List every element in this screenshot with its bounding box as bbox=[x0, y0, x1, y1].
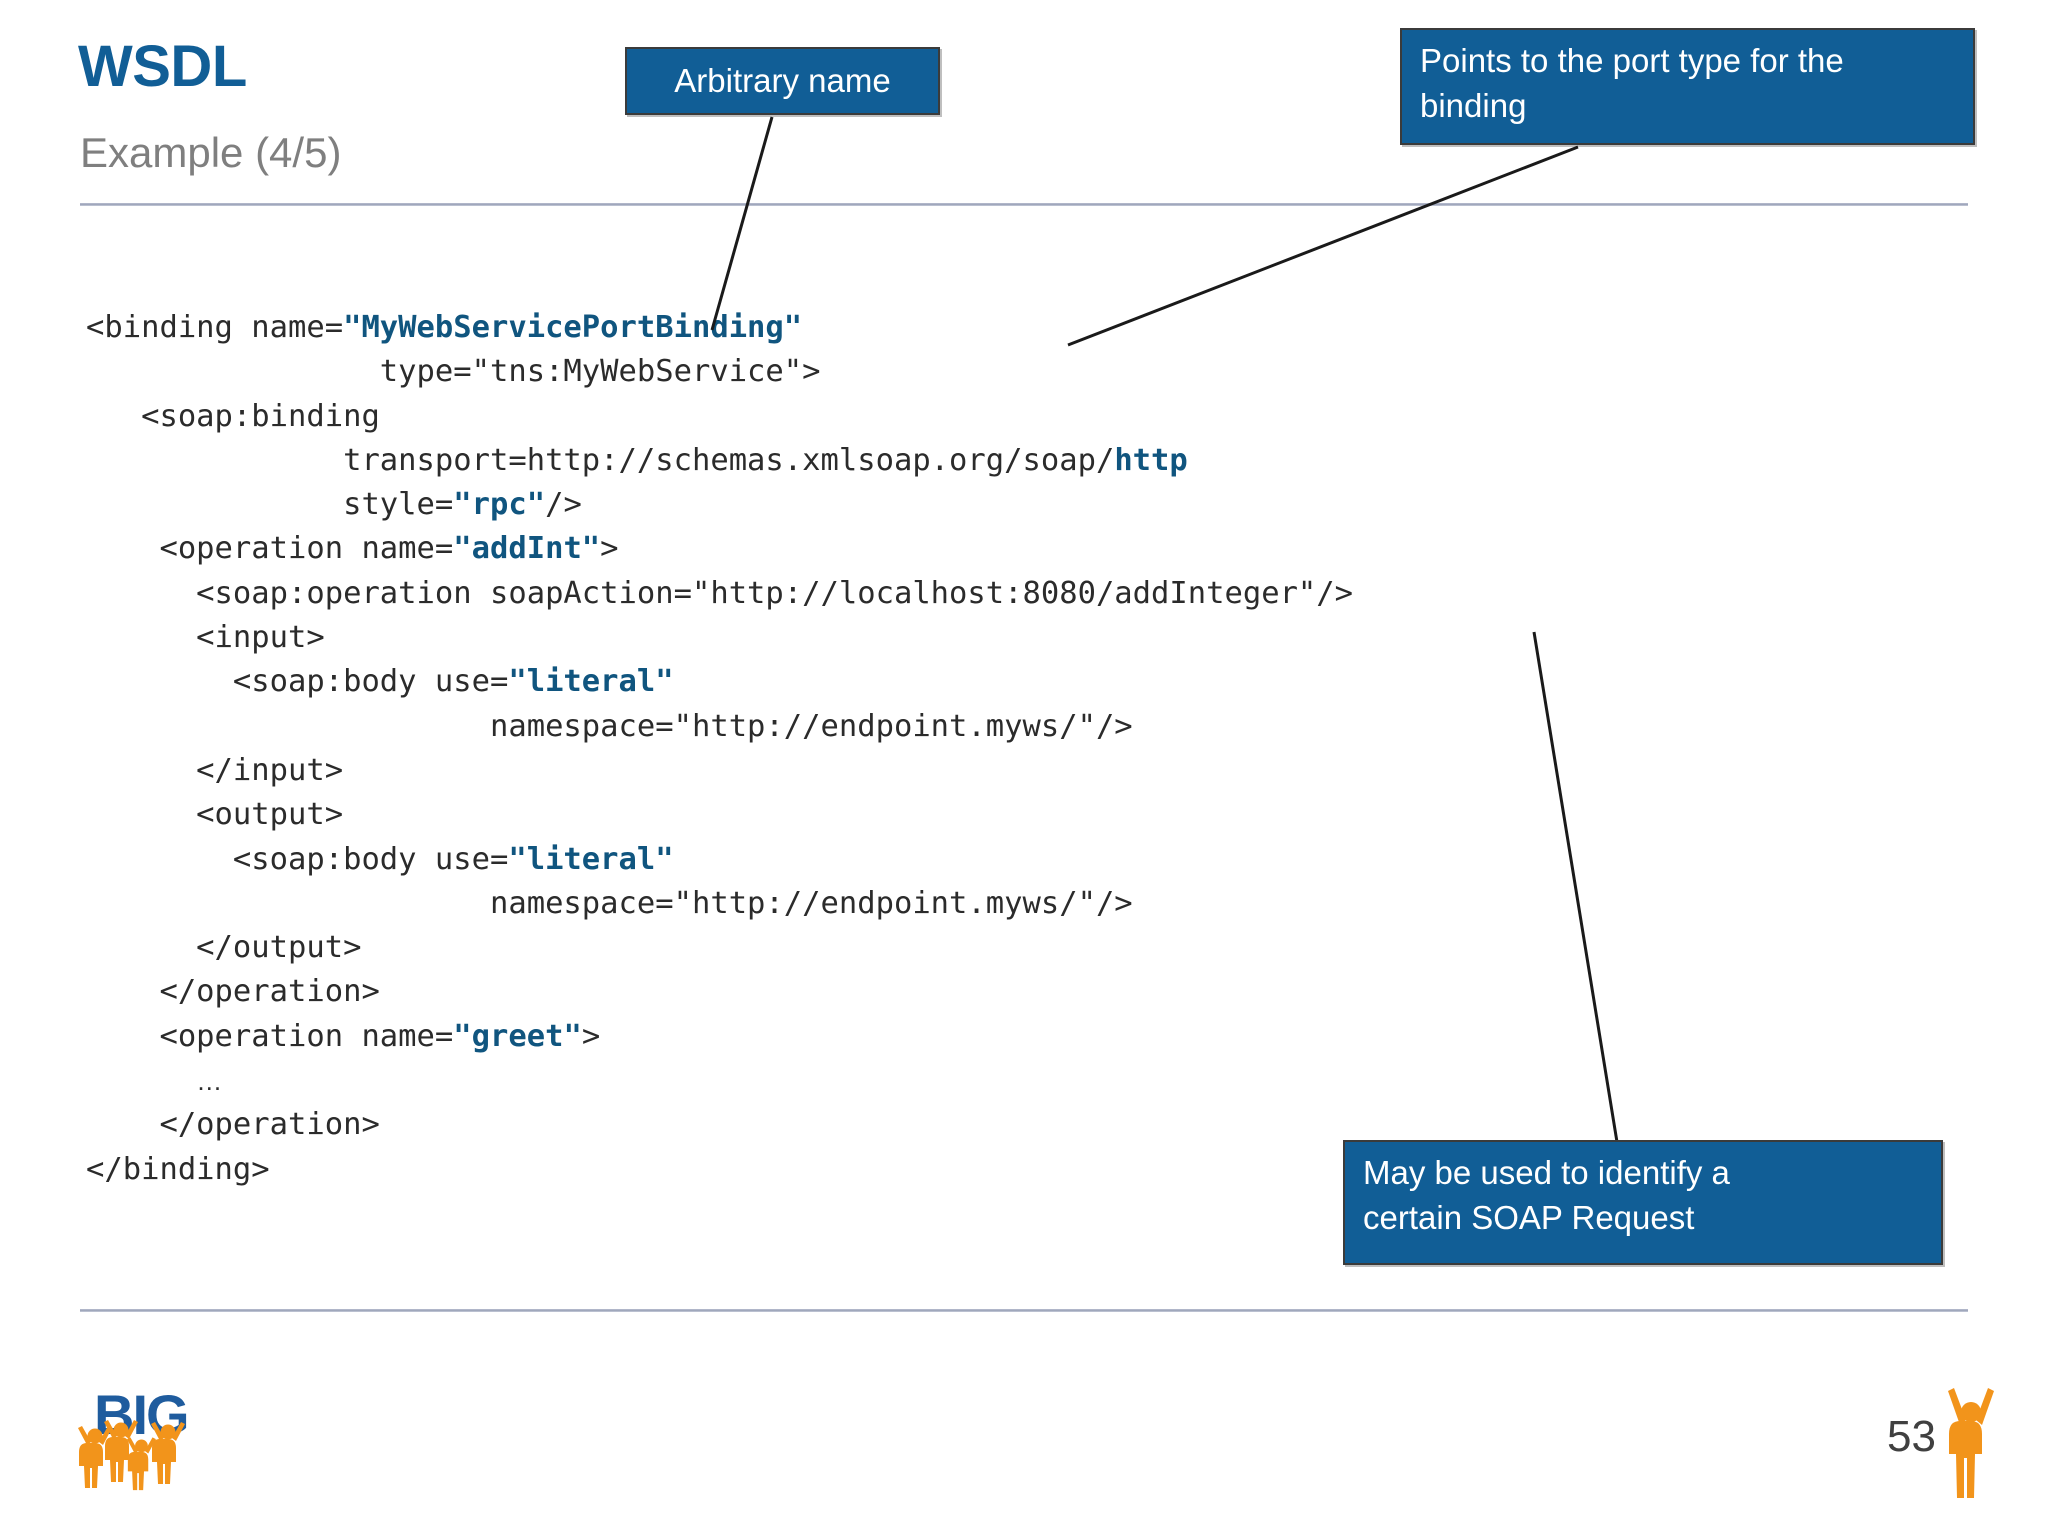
connector-line-soap-request bbox=[1532, 631, 1619, 1143]
code-line: <operation name="greet"> bbox=[86, 1018, 601, 1054]
code-token-highlight: "addInt" bbox=[453, 531, 601, 567]
code-line: <operation name="addInt"> bbox=[86, 531, 619, 567]
code-line: … bbox=[196, 1066, 223, 1097]
code-line: transport=http://schemas.xmlsoap.org/soa… bbox=[86, 442, 1188, 478]
callout-text-line-2: certain SOAP Request bbox=[1363, 1199, 1695, 1236]
page-number: 53 bbox=[1887, 1412, 1936, 1461]
page-subtitle: Example (4/5) bbox=[80, 129, 342, 176]
code-line: <soap:body use="literal" bbox=[86, 664, 674, 700]
code-line: <soap:binding bbox=[86, 398, 380, 434]
header-divider bbox=[80, 203, 1968, 206]
code-token-highlight: "rpc" bbox=[453, 487, 546, 523]
code-line: </operation> bbox=[86, 1107, 380, 1143]
code-line: namespace="http://endpoint.myws/"/> bbox=[86, 708, 1133, 744]
code-line: </output> bbox=[86, 930, 362, 966]
callout-text-line-1: Points to the port type for the bbox=[1420, 42, 1844, 79]
callout-soap-request: May be used to identify a certain SOAP R… bbox=[1343, 1140, 1943, 1265]
code-line: </input> bbox=[86, 752, 344, 788]
code-line: <soap:body use="literal" bbox=[86, 841, 674, 877]
code-line: <input> bbox=[86, 620, 325, 656]
page-title: WSDL bbox=[78, 34, 247, 99]
stick-figure-icon bbox=[1948, 1388, 1994, 1498]
code-line: </binding> bbox=[86, 1151, 270, 1187]
code-block: <binding name="MyWebServicePortBinding" … bbox=[86, 306, 1353, 1192]
code-line: <binding name="MyWebServicePortBinding" bbox=[86, 310, 803, 345]
code-token-highlight: "literal" bbox=[508, 664, 674, 700]
callout-port-type: Points to the port type for the binding bbox=[1400, 28, 1975, 145]
code-line: </operation> bbox=[86, 974, 380, 1010]
code-token-highlight: "literal" bbox=[508, 841, 674, 877]
code-line: type="tns:MyWebService"> bbox=[86, 354, 821, 390]
callout-text: Arbitrary name bbox=[674, 62, 891, 99]
code-token-highlight: http bbox=[1114, 442, 1188, 478]
connector-line-arbitrary-name bbox=[710, 116, 774, 331]
big-logo-icon: BIG bbox=[78, 1383, 190, 1491]
code-line: <soap:operation soapAction="http://local… bbox=[86, 575, 1354, 611]
code-line: namespace="http://endpoint.myws/"/> bbox=[86, 885, 1133, 921]
callout-arbitrary-name: Arbitrary name bbox=[625, 47, 940, 115]
callout-text-line-1: May be used to identify a bbox=[1363, 1154, 1730, 1191]
callout-text-line-2: binding bbox=[1420, 87, 1527, 124]
code-line: <output> bbox=[86, 797, 344, 833]
code-line: style="rpc"/> bbox=[86, 487, 582, 523]
code-token-highlight: "greet" bbox=[453, 1018, 582, 1054]
code-token-highlight: "MyWebServicePortBinding" bbox=[343, 310, 803, 345]
footer-divider bbox=[80, 1309, 1968, 1312]
